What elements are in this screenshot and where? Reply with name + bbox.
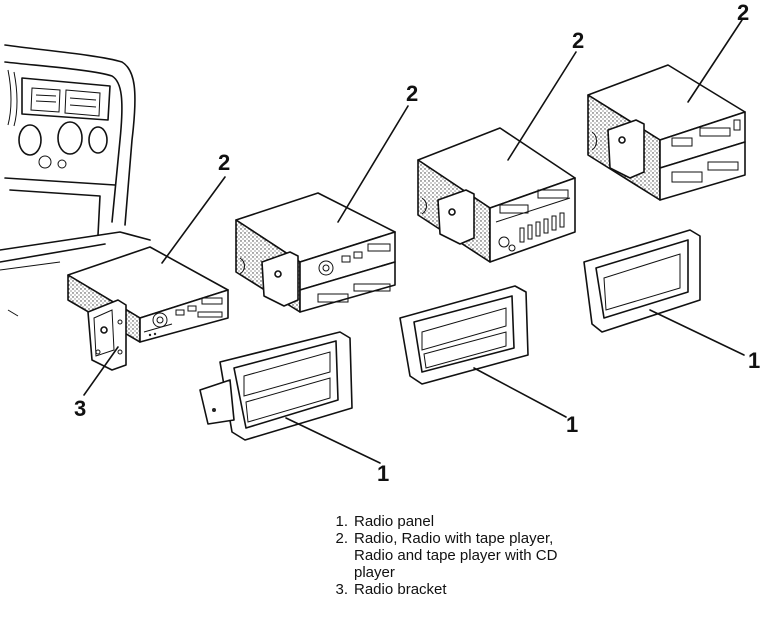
callout-radio-1: 2	[218, 150, 230, 175]
radio-panel-3	[583, 229, 701, 333]
legend-number: 2.	[335, 530, 348, 547]
callout-radio-2: 2	[406, 81, 418, 106]
leader-lines	[83, 19, 745, 464]
radio-panel-2	[399, 285, 529, 385]
legend-text: Radio panel	[354, 513, 435, 530]
legend-number: 3.	[335, 581, 348, 598]
callout-panel-2: 1	[566, 412, 578, 437]
callout-panel-3: 1	[748, 348, 760, 373]
legend-item-2: 2. Radio, Radio with tape player, Radio …	[322, 530, 582, 581]
legend-number: 1.	[335, 513, 348, 530]
legend-text: Radio, Radio with tape player, Radio and…	[354, 530, 558, 581]
legend-item-3: 3. Radio bracket	[322, 581, 582, 598]
callout-panel-1: 1	[377, 461, 389, 486]
radio-bracket	[87, 299, 127, 371]
legend: 1. Radio panel 2. Radio, Radio with tape…	[322, 513, 582, 598]
dashboard-illustration	[0, 44, 151, 317]
callout-radio-3: 2	[572, 28, 584, 53]
radio-unit-2	[235, 192, 396, 313]
legend-item-1: 1. Radio panel	[322, 513, 582, 530]
radio-unit-3	[417, 127, 576, 263]
legend-text: Radio bracket	[354, 581, 447, 598]
callout-radio-4: 2	[737, 0, 749, 25]
callout-bracket: 3	[74, 396, 86, 421]
radio-panel-1	[199, 331, 353, 441]
radio-unit-4	[587, 64, 746, 201]
cd-button-row	[519, 212, 565, 243]
